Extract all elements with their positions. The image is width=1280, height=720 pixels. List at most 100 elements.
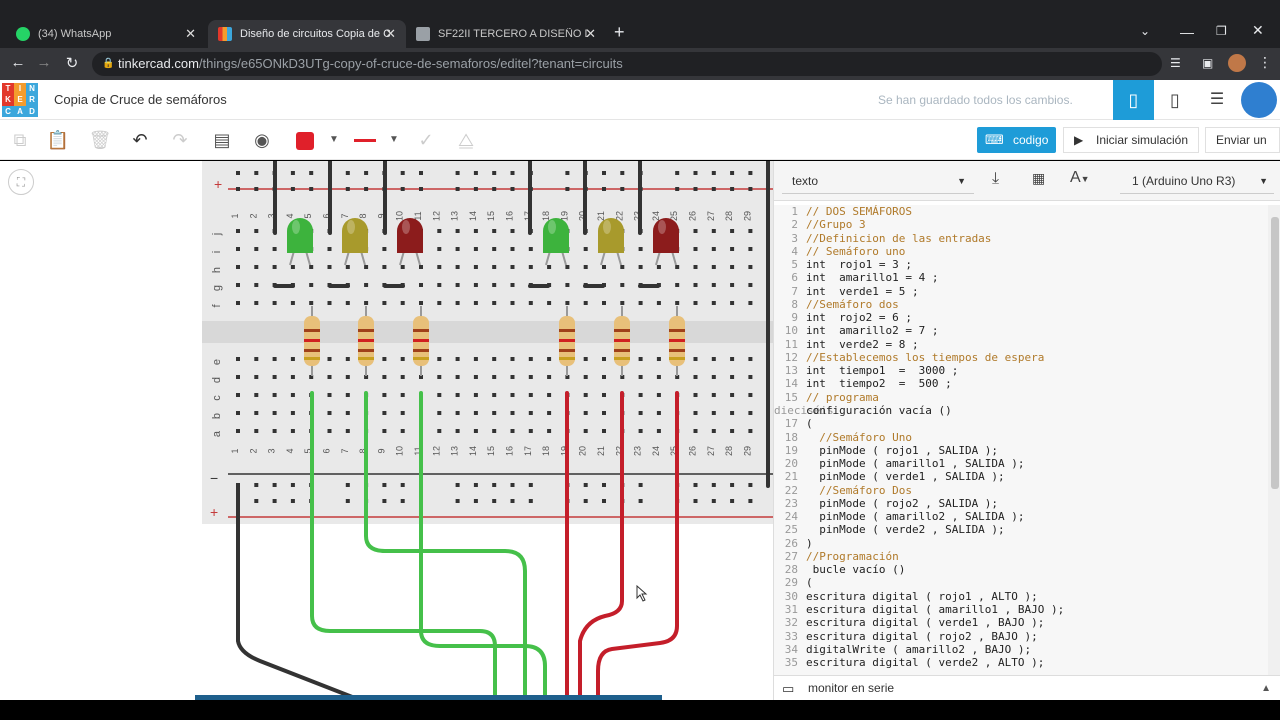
rail-hole[interactable] bbox=[473, 171, 478, 175]
rotate-icon[interactable]: ✓ bbox=[418, 130, 434, 150]
rail-hole[interactable] bbox=[400, 187, 405, 191]
hole[interactable] bbox=[748, 375, 753, 379]
serial-monitor-bar[interactable]: ▭ monitor en serie ▲ bbox=[774, 675, 1280, 700]
hole[interactable] bbox=[510, 357, 515, 361]
hole[interactable] bbox=[583, 393, 588, 397]
led[interactable] bbox=[342, 218, 368, 253]
hole[interactable] bbox=[236, 229, 240, 233]
notes-visibility-icon[interactable]: ◉ bbox=[254, 130, 270, 150]
hole[interactable] bbox=[327, 357, 332, 361]
hole[interactable] bbox=[236, 393, 240, 397]
hole[interactable] bbox=[748, 229, 753, 233]
hole[interactable] bbox=[236, 283, 240, 287]
close-icon[interactable]: ✕ bbox=[185, 26, 196, 41]
hole[interactable] bbox=[730, 357, 735, 361]
rail-hole[interactable] bbox=[236, 187, 240, 191]
hole[interactable] bbox=[602, 429, 606, 433]
hole[interactable] bbox=[547, 393, 552, 397]
start-simulation-button[interactable]: ▶ Iniciar simulación bbox=[1063, 127, 1199, 153]
hole[interactable] bbox=[254, 283, 259, 287]
hole[interactable] bbox=[455, 375, 460, 379]
hole[interactable] bbox=[711, 283, 716, 287]
back-icon[interactable]: ← bbox=[10, 54, 26, 71]
hole[interactable] bbox=[711, 357, 716, 361]
hole[interactable] bbox=[693, 265, 698, 269]
maximize-icon[interactable]: ❐ bbox=[1216, 24, 1227, 38]
code-line[interactable]: 24 pinMode ( amarillo2 , SALIDA ); bbox=[774, 510, 1268, 523]
flip-icon[interactable]: ⧋ bbox=[457, 130, 475, 150]
hole[interactable] bbox=[492, 411, 497, 415]
code-line[interactable]: 4// Semáforo uno bbox=[774, 245, 1268, 258]
hole[interactable] bbox=[437, 265, 442, 269]
hole[interactable] bbox=[693, 375, 698, 379]
rail-hole[interactable] bbox=[730, 171, 735, 175]
hole[interactable] bbox=[730, 247, 735, 251]
hole[interactable] bbox=[492, 429, 497, 433]
hole[interactable] bbox=[547, 301, 552, 305]
rail-hole[interactable] bbox=[748, 499, 753, 503]
hole[interactable] bbox=[254, 357, 259, 361]
code-line[interactable]: 21 pinMode ( verde1 , SALIDA ); bbox=[774, 470, 1268, 483]
hole[interactable] bbox=[272, 357, 277, 361]
hole[interactable] bbox=[528, 411, 533, 415]
hole[interactable] bbox=[473, 247, 478, 251]
rail-hole[interactable] bbox=[730, 187, 735, 191]
component-list-icon[interactable]: ☰ bbox=[1209, 91, 1225, 108]
hole[interactable] bbox=[656, 265, 661, 269]
rail-hole[interactable] bbox=[254, 499, 259, 503]
hole[interactable] bbox=[345, 411, 350, 415]
hole[interactable] bbox=[272, 375, 277, 379]
chevron-down-icon[interactable]: ▼ bbox=[329, 134, 339, 145]
rail-hole[interactable] bbox=[345, 171, 350, 175]
wire-type-icon[interactable] bbox=[354, 139, 376, 142]
hole[interactable] bbox=[730, 265, 735, 269]
hole[interactable] bbox=[455, 265, 460, 269]
hole[interactable] bbox=[748, 265, 753, 269]
rail-hole[interactable] bbox=[290, 187, 295, 191]
rail-hole[interactable] bbox=[638, 483, 643, 487]
rail-hole[interactable] bbox=[272, 483, 277, 487]
hole[interactable] bbox=[693, 247, 698, 251]
rail-hole[interactable] bbox=[510, 171, 515, 175]
tab-whatsapp[interactable]: (34) WhatsApp ✕ bbox=[6, 20, 206, 48]
rail-hole[interactable] bbox=[638, 499, 643, 503]
hole[interactable] bbox=[492, 247, 497, 251]
hole[interactable] bbox=[748, 301, 753, 305]
hole[interactable] bbox=[364, 375, 369, 379]
rail-hole[interactable] bbox=[510, 483, 515, 487]
rail-hole[interactable] bbox=[400, 171, 405, 175]
hole[interactable] bbox=[510, 301, 515, 305]
hole[interactable] bbox=[602, 375, 606, 379]
rail-hole[interactable] bbox=[711, 483, 716, 487]
hole[interactable] bbox=[547, 357, 552, 361]
hole[interactable] bbox=[236, 301, 240, 305]
rail-hole[interactable] bbox=[473, 483, 478, 487]
rail-hole[interactable] bbox=[290, 171, 295, 175]
hole[interactable] bbox=[455, 301, 460, 305]
hole[interactable] bbox=[565, 265, 570, 269]
hole[interactable] bbox=[638, 393, 643, 397]
rail-hole[interactable] bbox=[693, 171, 698, 175]
hole[interactable] bbox=[693, 301, 698, 305]
hole[interactable] bbox=[272, 265, 277, 269]
paste-icon[interactable]: 📋 bbox=[46, 130, 70, 150]
hole[interactable] bbox=[290, 393, 295, 397]
rail-hole[interactable] bbox=[254, 483, 259, 487]
hole[interactable] bbox=[382, 429, 387, 433]
hole[interactable] bbox=[254, 247, 259, 251]
profile-avatar[interactable] bbox=[1228, 54, 1246, 72]
library-icon[interactable]: ▦ bbox=[1032, 170, 1046, 186]
hole[interactable] bbox=[583, 301, 588, 305]
hole[interactable] bbox=[419, 301, 423, 305]
hole[interactable] bbox=[236, 411, 240, 415]
hole[interactable] bbox=[638, 429, 643, 433]
scrollbar-thumb[interactable] bbox=[1271, 217, 1279, 489]
reload-icon[interactable]: ↻ bbox=[65, 55, 79, 72]
